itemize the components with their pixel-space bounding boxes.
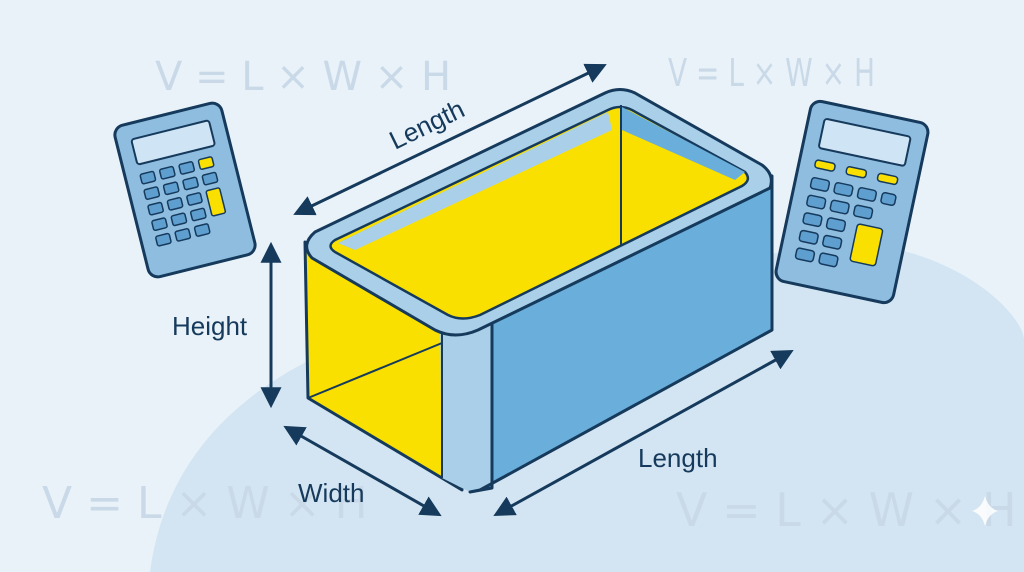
formula-top-right: V = L × W × H	[668, 51, 875, 95]
length-top-label: Length	[384, 94, 469, 156]
width-arrow	[283, 425, 442, 517]
formula-top-left: V = L × W × H	[155, 54, 451, 100]
box-front-edge	[440, 322, 492, 492]
length-bottom-arrow	[493, 349, 794, 517]
length-top-arrow	[293, 63, 607, 216]
formula-bottom-right: V = L × W × H	[676, 483, 1017, 537]
sparkle-icon	[972, 496, 998, 526]
length-bottom-label: Length	[638, 443, 718, 473]
calculator-icon	[113, 101, 257, 279]
width-label: Width	[298, 478, 364, 508]
calculator-icon	[774, 99, 930, 305]
height-label: Height	[172, 311, 248, 341]
